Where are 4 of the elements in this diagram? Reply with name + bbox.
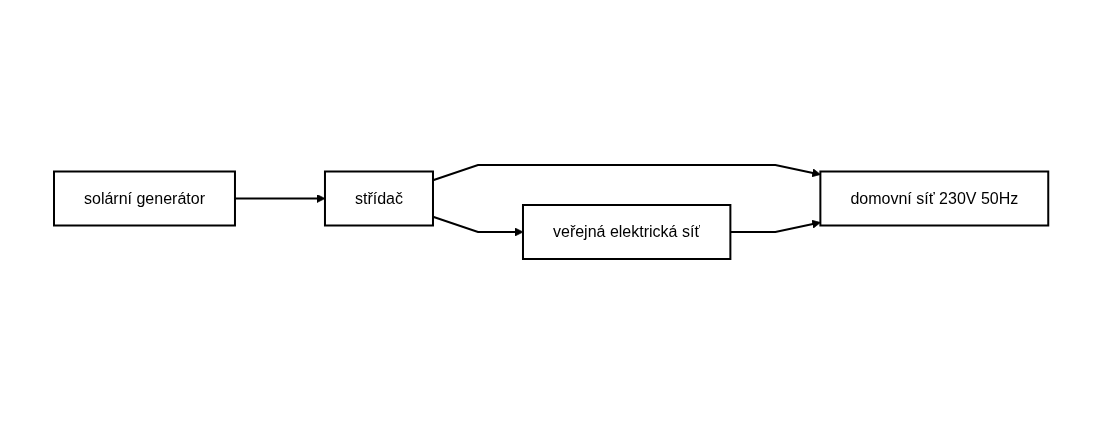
node-box: střídač [324,170,435,226]
node-box: solární generátor [53,170,237,226]
node-box: veřejná elektrická síť [522,203,732,260]
node-box: domovní síť 230V 50Hz [819,170,1050,226]
